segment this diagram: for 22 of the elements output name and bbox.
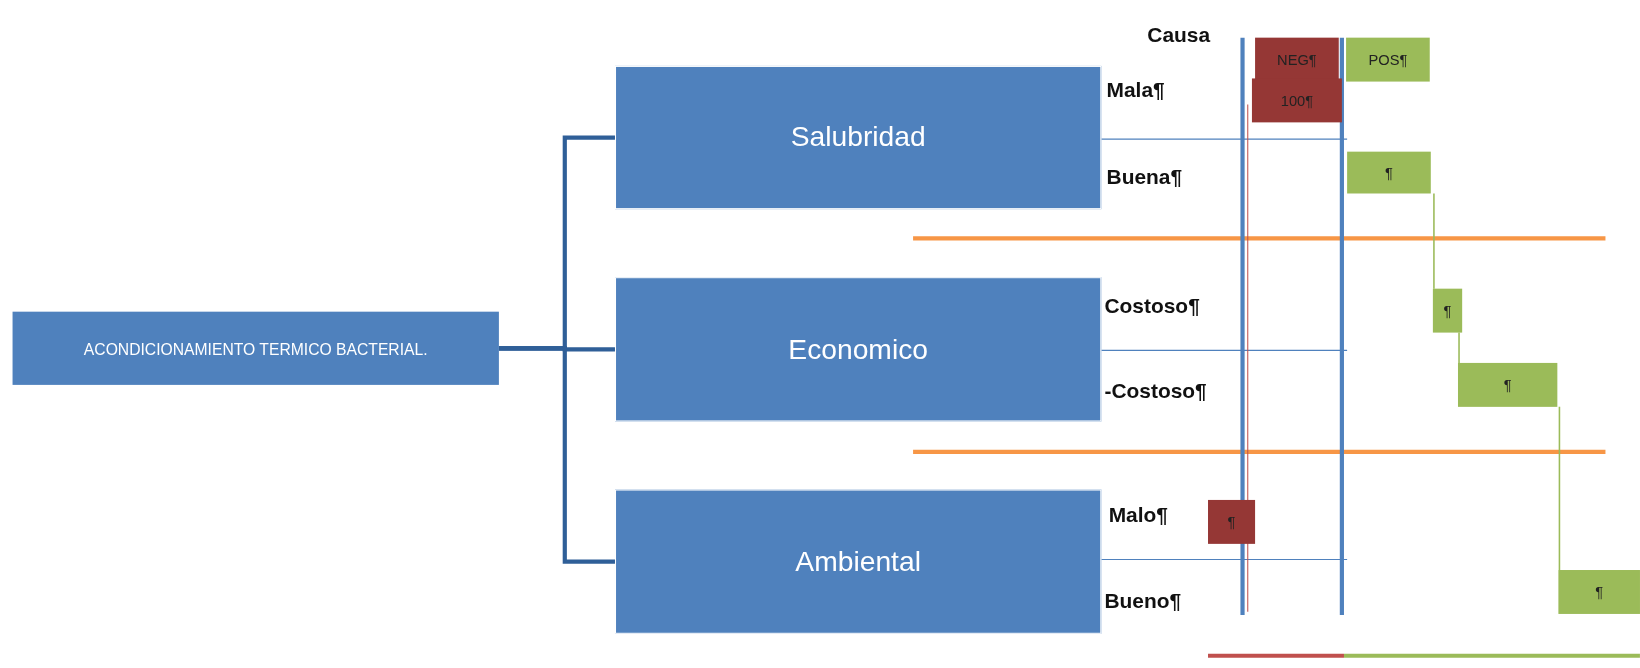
row-label: Mala¶: [1106, 78, 1165, 103]
row-label: Costoso¶: [1104, 293, 1200, 318]
connector-line: [498, 346, 615, 564]
category-box: Economico: [615, 277, 1102, 422]
connector-line: [1458, 331, 1460, 364]
value-bar: ¶: [1558, 570, 1640, 614]
value-bar: 100¶: [1251, 78, 1342, 123]
value-bar: ¶: [1458, 362, 1558, 407]
category-box: Ambiental: [615, 489, 1102, 634]
title-box: ACONDICIONAMIENTO TERMICO BACTERIAL.: [12, 311, 499, 385]
row-label: -Costoso¶: [1104, 379, 1207, 404]
value-bar: ¶: [1347, 151, 1431, 194]
row-label: Bueno¶: [1104, 588, 1182, 613]
value-bar: ¶: [1208, 499, 1256, 544]
category-box: Salubridad: [615, 65, 1102, 210]
row-label: Malo¶: [1108, 503, 1168, 528]
connector-line: [1558, 406, 1561, 571]
row-label: Causa: [1147, 23, 1211, 48]
value-bar: POS¶: [1346, 37, 1430, 82]
row-label: Buena¶: [1106, 165, 1183, 190]
connector-line: [1433, 192, 1435, 290]
value-bar: ¶: [1432, 288, 1463, 333]
